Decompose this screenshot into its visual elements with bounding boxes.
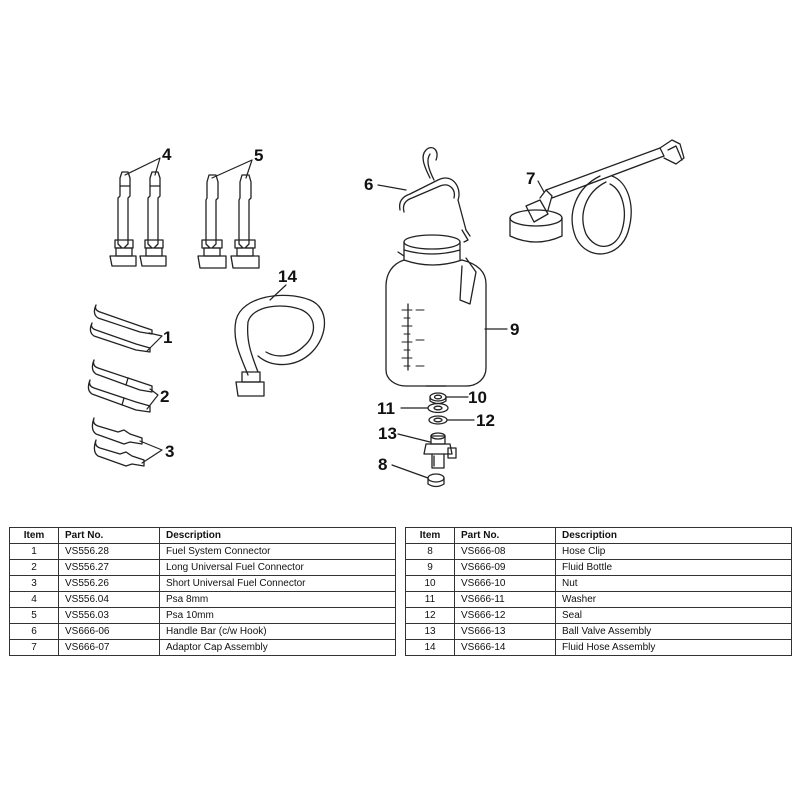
cell-part-no: VS666-08 bbox=[454, 543, 556, 560]
cell-description: Psa 8mm bbox=[159, 591, 396, 608]
handle-bar-part bbox=[398, 146, 471, 243]
cell-item: 12 bbox=[405, 607, 455, 624]
header-description: Description bbox=[555, 527, 792, 544]
callout-13: 13 bbox=[378, 424, 397, 443]
cell-item: 11 bbox=[405, 591, 455, 608]
cell-item: 8 bbox=[405, 543, 455, 560]
callout-12: 12 bbox=[476, 411, 495, 430]
callout-9: 9 bbox=[510, 320, 519, 339]
callout-5: 5 bbox=[254, 146, 263, 165]
exploded-parts-diagram: 1 2 3 4 5 6 7 8 9 10 11 12 13 14 bbox=[87, 139, 685, 488]
cell-part-no: VS666-14 bbox=[454, 639, 556, 656]
cell-description: Handle Bar (c/w Hook) bbox=[159, 623, 396, 640]
table-header-row: Item Part No. Description bbox=[9, 527, 396, 544]
cell-part-no: VS666-09 bbox=[454, 559, 556, 576]
header-item: Item bbox=[9, 527, 59, 544]
cell-part-no: VS666-07 bbox=[58, 639, 160, 656]
cell-description: Nut bbox=[555, 575, 792, 592]
cell-part-no: VS666-10 bbox=[454, 575, 556, 592]
cell-part-no: VS556.26 bbox=[58, 575, 160, 592]
cell-part-no: VS666-12 bbox=[454, 607, 556, 624]
psa-8mm-part bbox=[109, 171, 167, 267]
header-part-no: Part No. bbox=[454, 527, 556, 544]
cell-item: 4 bbox=[9, 591, 59, 608]
cell-description: Fluid Bottle bbox=[555, 559, 792, 576]
cell-description: Psa 10mm bbox=[159, 607, 396, 624]
header-description: Description bbox=[159, 527, 396, 544]
cell-item: 10 bbox=[405, 575, 455, 592]
hose-clip-part bbox=[427, 473, 445, 488]
cell-description: Short Universal Fuel Connector bbox=[159, 575, 396, 592]
callout-10: 10 bbox=[468, 388, 487, 407]
callout-7: 7 bbox=[526, 169, 535, 188]
header-item: Item bbox=[405, 527, 455, 544]
leader-lines bbox=[124, 157, 545, 479]
long-universal-fuel-connector-part bbox=[87, 359, 153, 413]
cell-description: Adaptor Cap Assembly bbox=[159, 639, 396, 656]
cell-description: Ball Valve Assembly bbox=[555, 623, 792, 640]
cell-description: Hose Clip bbox=[555, 543, 792, 560]
cell-item: 13 bbox=[405, 623, 455, 640]
psa-10mm-part bbox=[197, 174, 260, 269]
callout-3: 3 bbox=[165, 442, 174, 461]
cell-part-no: VS556.28 bbox=[58, 543, 160, 560]
callout-4: 4 bbox=[162, 145, 172, 164]
cell-item: 5 bbox=[9, 607, 59, 624]
cell-description: Seal bbox=[555, 607, 792, 624]
callout-6: 6 bbox=[364, 175, 373, 194]
table-header-row: Item Part No. Description bbox=[405, 527, 792, 544]
cell-item: 6 bbox=[9, 623, 59, 640]
cell-item: 14 bbox=[405, 639, 455, 656]
adaptor-cap-assembly-part bbox=[509, 139, 685, 255]
callout-14: 14 bbox=[278, 267, 297, 286]
cell-part-no: VS666-11 bbox=[454, 591, 556, 608]
cell-description: Long Universal Fuel Connector bbox=[159, 559, 396, 576]
cell-part-no: VS556.03 bbox=[58, 607, 160, 624]
header-part-no: Part No. bbox=[58, 527, 160, 544]
cell-item: 9 bbox=[405, 559, 455, 576]
cell-description: Fluid Hose Assembly bbox=[555, 639, 792, 656]
callout-1: 1 bbox=[163, 328, 172, 347]
cell-part-no: VS556.27 bbox=[58, 559, 160, 576]
callout-8: 8 bbox=[378, 455, 387, 474]
seal-part bbox=[428, 415, 448, 425]
callout-2: 2 bbox=[160, 387, 169, 406]
fluid-hose-assembly-part bbox=[234, 294, 325, 397]
cell-item: 7 bbox=[9, 639, 59, 656]
fuel-system-connector-part bbox=[89, 304, 153, 353]
cell-item: 2 bbox=[9, 559, 59, 576]
cell-item: 3 bbox=[9, 575, 59, 592]
cell-description: Fuel System Connector bbox=[159, 543, 396, 560]
cell-part-no: VS556.04 bbox=[58, 591, 160, 608]
ball-valve-assembly-part bbox=[423, 432, 457, 469]
cell-part-no: VS666-06 bbox=[58, 623, 160, 640]
washer-part bbox=[427, 402, 449, 414]
fluid-bottle-part bbox=[385, 234, 487, 387]
short-universal-fuel-connector-part bbox=[91, 417, 145, 467]
nut-part bbox=[429, 392, 447, 405]
callout-11: 11 bbox=[377, 399, 395, 418]
cell-part-no: VS666-13 bbox=[454, 623, 556, 640]
cell-description: Washer bbox=[555, 591, 792, 608]
cell-item: 1 bbox=[9, 543, 59, 560]
